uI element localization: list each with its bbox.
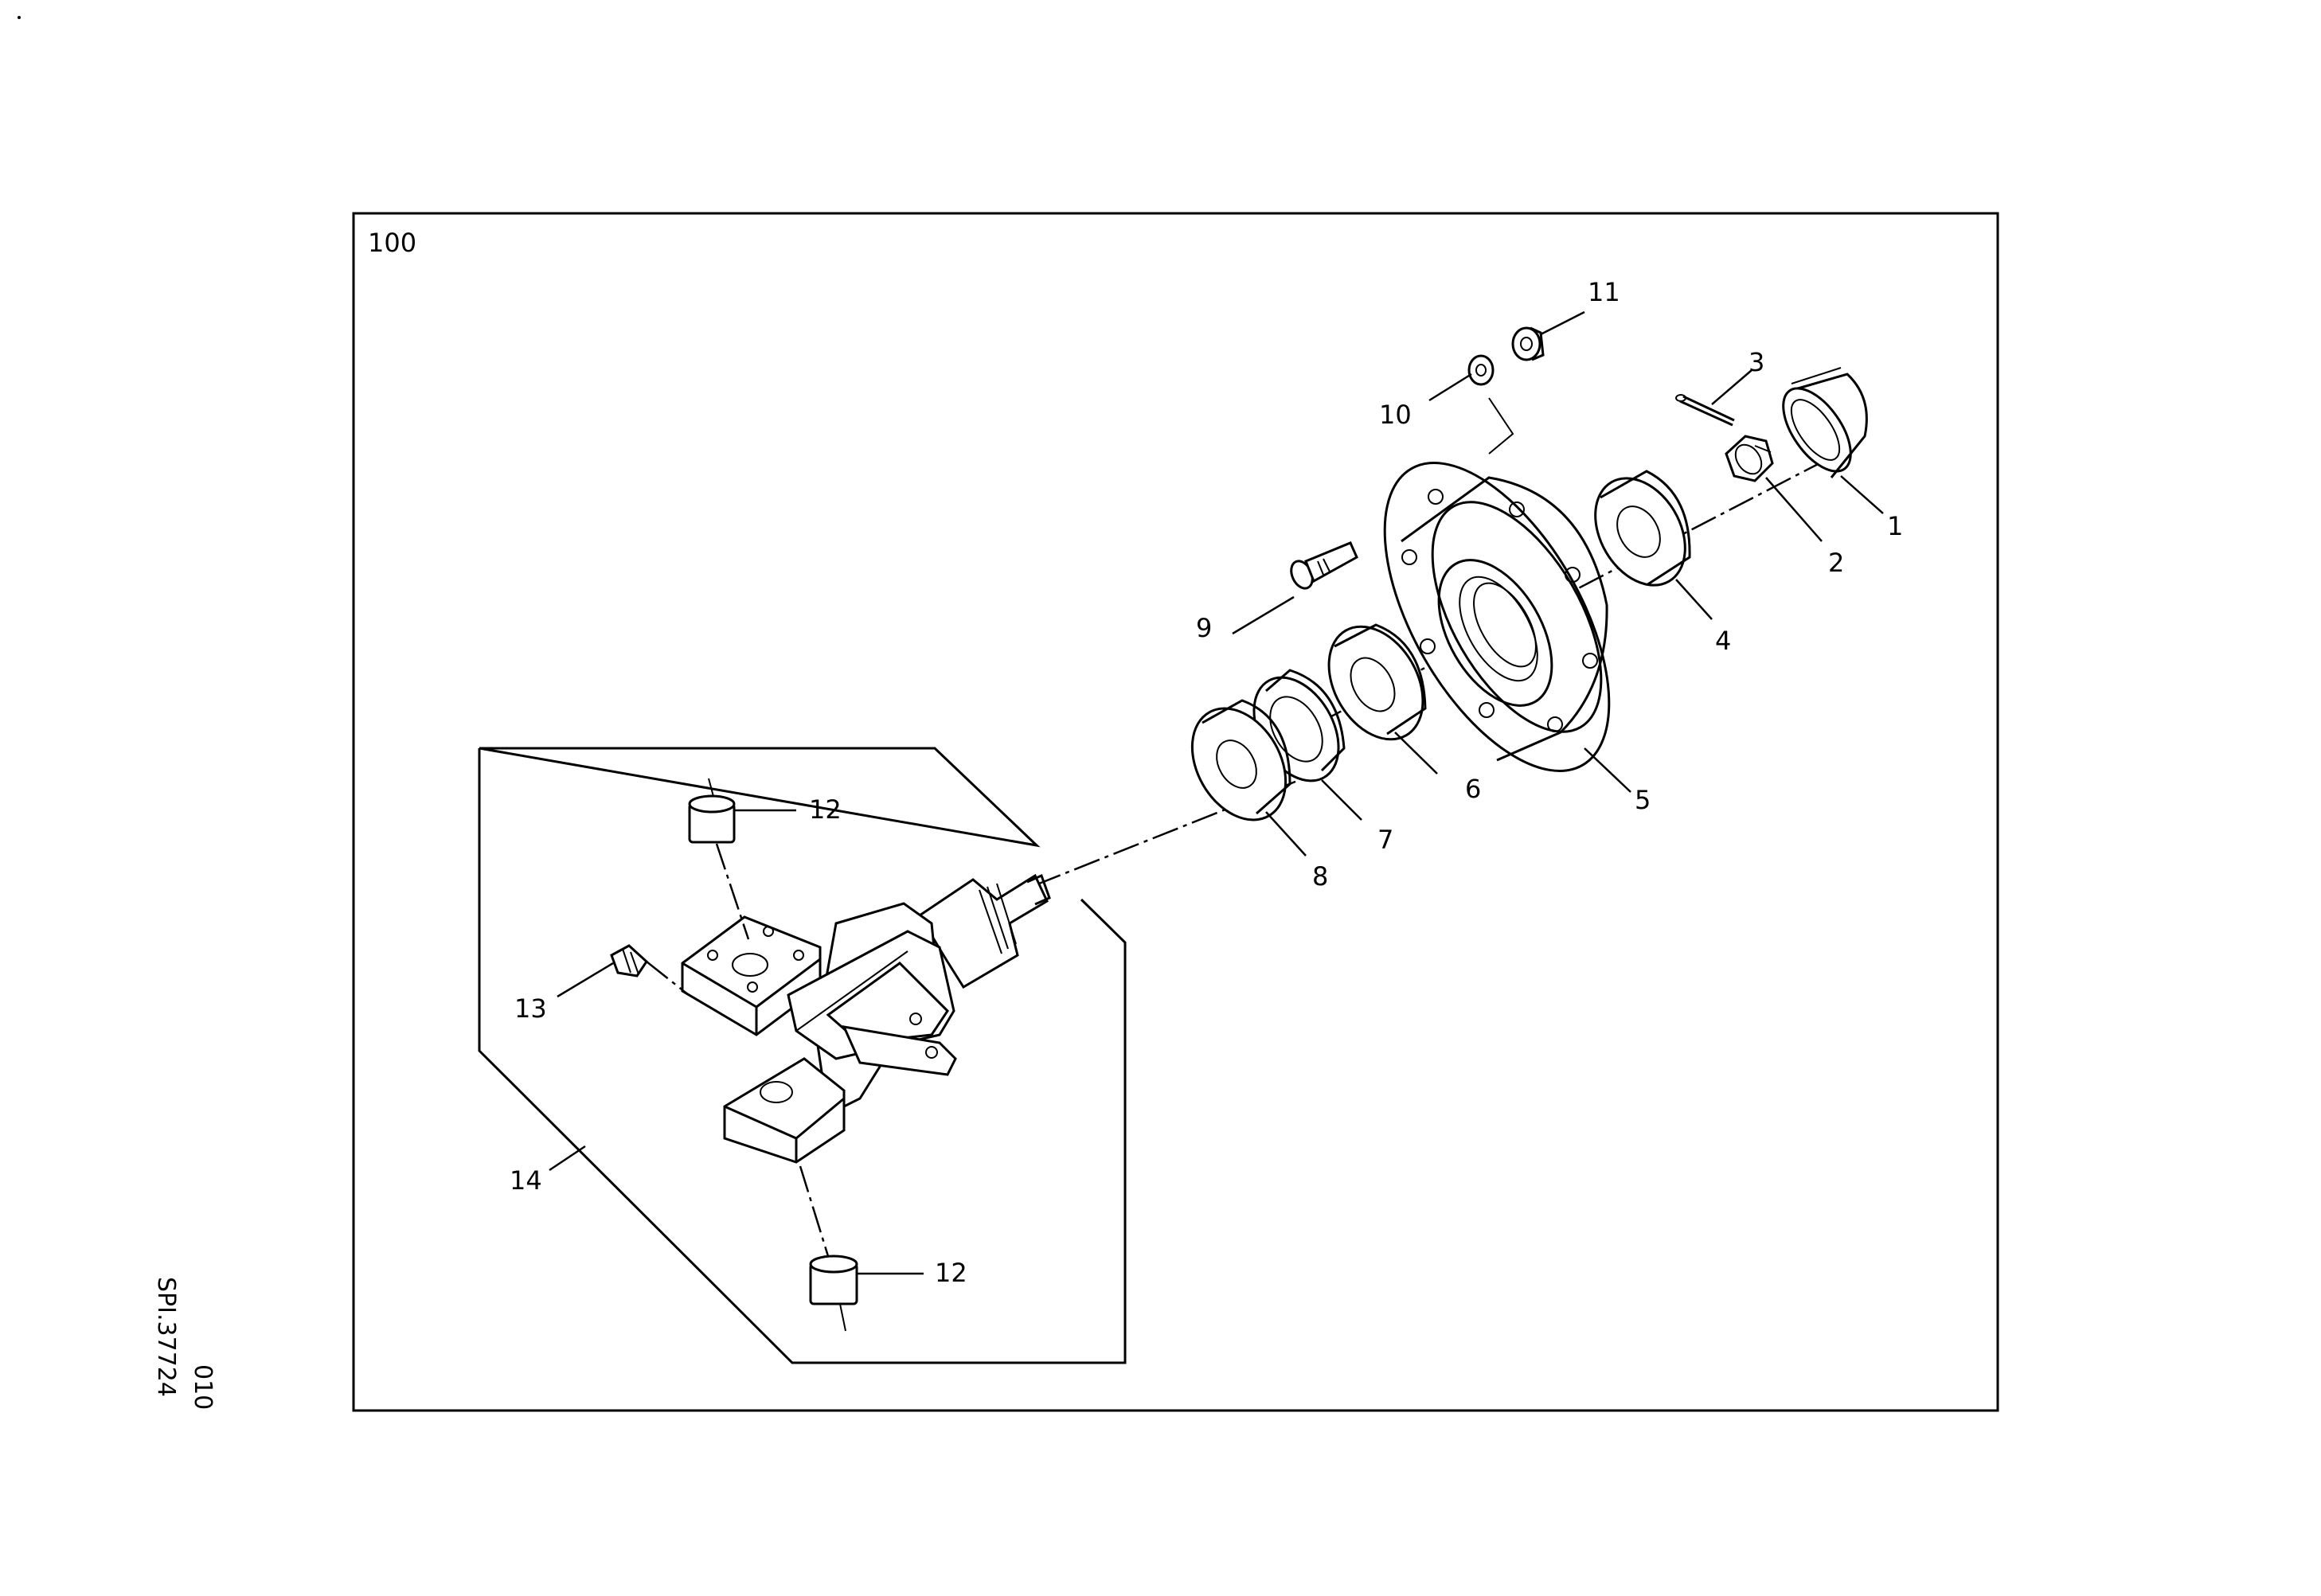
callout-12-lower: 12 (935, 1258, 967, 1288)
part-5-wheel-hub (1383, 462, 1611, 772)
part-11-wheel-nut (1511, 326, 1545, 361)
part-2-castle-nut (1725, 435, 1774, 482)
sheet-code: SPI.37724 (152, 1277, 180, 1397)
part-12-bushing-upper (688, 778, 750, 940)
callout-4: 4 (1715, 626, 1731, 656)
callout-10: 10 (1379, 400, 1412, 430)
callout-2: 2 (1828, 548, 1844, 578)
callout-3: 3 (1749, 347, 1764, 377)
callout-11: 11 (1588, 277, 1620, 307)
callout-7: 7 (1377, 825, 1393, 855)
part-12-bushing-lower (799, 1165, 858, 1332)
callout-14: 14 (510, 1165, 542, 1196)
drawing-frame (352, 212, 1999, 1412)
corner-dot (18, 16, 21, 19)
part-13-grease-nipple (610, 944, 690, 996)
part-6-inner-bearing (1327, 623, 1427, 741)
callout-9: 9 (1196, 613, 1212, 643)
callout-5: 5 (1635, 785, 1651, 815)
fastener-guide (1488, 397, 1514, 455)
callout-8: 8 (1312, 861, 1328, 892)
part-4-outer-bearing (1594, 470, 1691, 587)
part-10-washer (1467, 354, 1495, 386)
callout-labels: 1 2 3 4 5 6 7 8 9 10 11 12 12 13 14 (510, 277, 1903, 1288)
detail-box-outline (478, 748, 1127, 1364)
callout-6: 6 (1465, 774, 1481, 804)
callout-12-upper: 12 (809, 794, 842, 825)
sheet-page: 010 (189, 1364, 217, 1411)
part-9-wheel-bolt (1290, 541, 1358, 590)
part-3-cotter-pin (1675, 394, 1735, 427)
callout-1: 1 (1887, 511, 1903, 541)
leader-lines (549, 310, 1884, 1275)
part-14-steering-knuckle (681, 873, 1051, 1164)
callout-13: 13 (514, 993, 547, 1024)
group-number: 100 (368, 228, 416, 258)
detail-box-top (479, 747, 1041, 848)
part-8-spacer-ring (1190, 699, 1291, 821)
part-1-dust-cap (1782, 367, 1868, 478)
